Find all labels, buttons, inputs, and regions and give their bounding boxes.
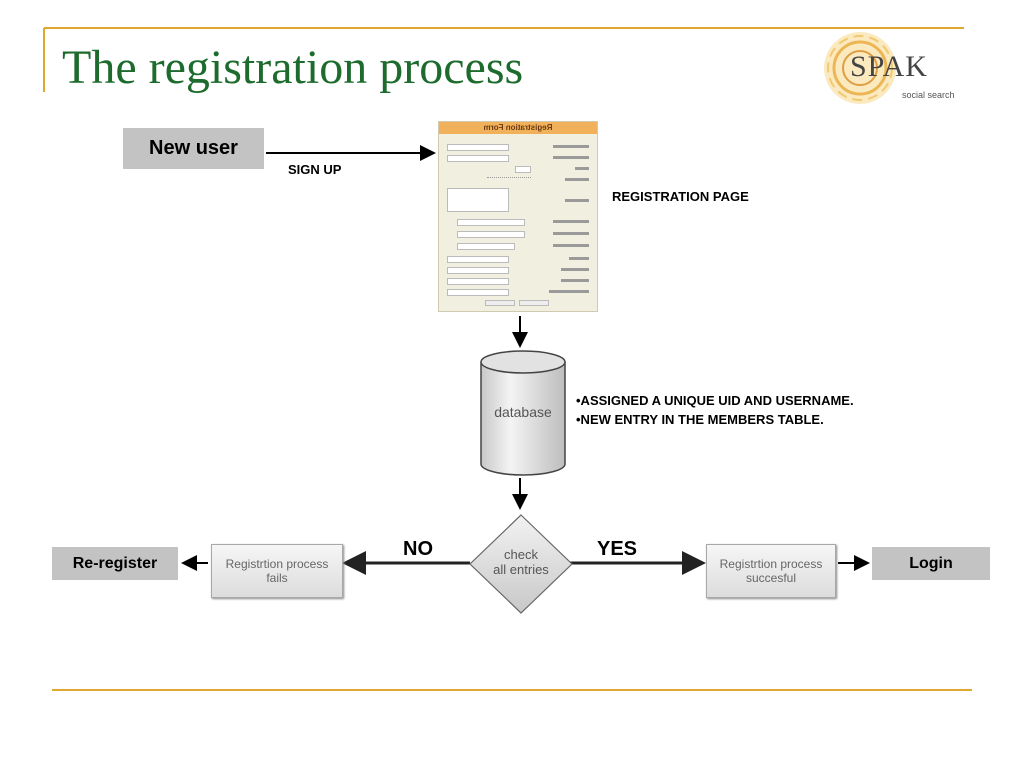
decision-line-2: all entries xyxy=(493,562,549,577)
no-label: NO xyxy=(403,538,433,560)
form-select-row xyxy=(447,243,589,250)
fail-line-1: Registrtion process xyxy=(225,557,329,571)
form-field-row xyxy=(447,144,589,151)
database-cylinder xyxy=(480,350,566,476)
slide-title: The registration process xyxy=(62,41,524,94)
new-user-label: New user xyxy=(149,137,238,159)
registration-page-label: REGISTRATION PAGE xyxy=(612,189,749,204)
logo-wordmark: SPAK xyxy=(850,50,928,83)
form-field-row xyxy=(447,278,589,285)
re-register-box: Re-register xyxy=(52,547,178,580)
form-field-row xyxy=(447,256,589,263)
login-label: Login xyxy=(909,554,953,572)
form-field-row xyxy=(447,267,589,274)
registration-success-box: Registrtion process succesful xyxy=(706,544,836,598)
registration-fails-box: Registrtion process fails xyxy=(211,544,343,598)
form-buttons xyxy=(447,300,589,306)
re-register-label: Re-register xyxy=(72,554,158,572)
form-select-row xyxy=(447,219,589,226)
sun-swirl-icon xyxy=(824,32,896,104)
yes-label: YES xyxy=(597,538,638,560)
new-user-box: New user xyxy=(123,128,264,169)
form-field-row xyxy=(447,166,589,173)
registration-form-screenshot: Registration Form xyxy=(438,121,598,312)
fail-line-2: fails xyxy=(266,571,288,585)
login-box: Login xyxy=(872,547,990,580)
form-field-row xyxy=(447,289,589,296)
sign-up-label: SIGN UP xyxy=(288,162,342,177)
form-textarea xyxy=(447,188,589,212)
note-members-table: •NEW ENTRY IN THE MEMBERS TABLE. xyxy=(576,412,824,427)
logo-subtitle: social search xyxy=(902,90,955,100)
form-field-row xyxy=(447,155,589,162)
decision-diamond xyxy=(469,514,573,614)
form-header: Registration Form xyxy=(439,122,597,134)
decision-label: check all entries xyxy=(468,547,574,577)
success-line-2: succesful xyxy=(745,571,797,585)
decision-line-1: check xyxy=(504,547,538,562)
note-uid: •ASSIGNED A UNIQUE UID AND USERNAME. xyxy=(576,393,854,408)
success-line-1: Registrtion process xyxy=(719,557,823,571)
form-select-row xyxy=(447,231,589,238)
form-field-row xyxy=(447,177,589,183)
spak-logo: SPAK social search xyxy=(820,28,960,108)
database-label: database xyxy=(494,404,552,420)
